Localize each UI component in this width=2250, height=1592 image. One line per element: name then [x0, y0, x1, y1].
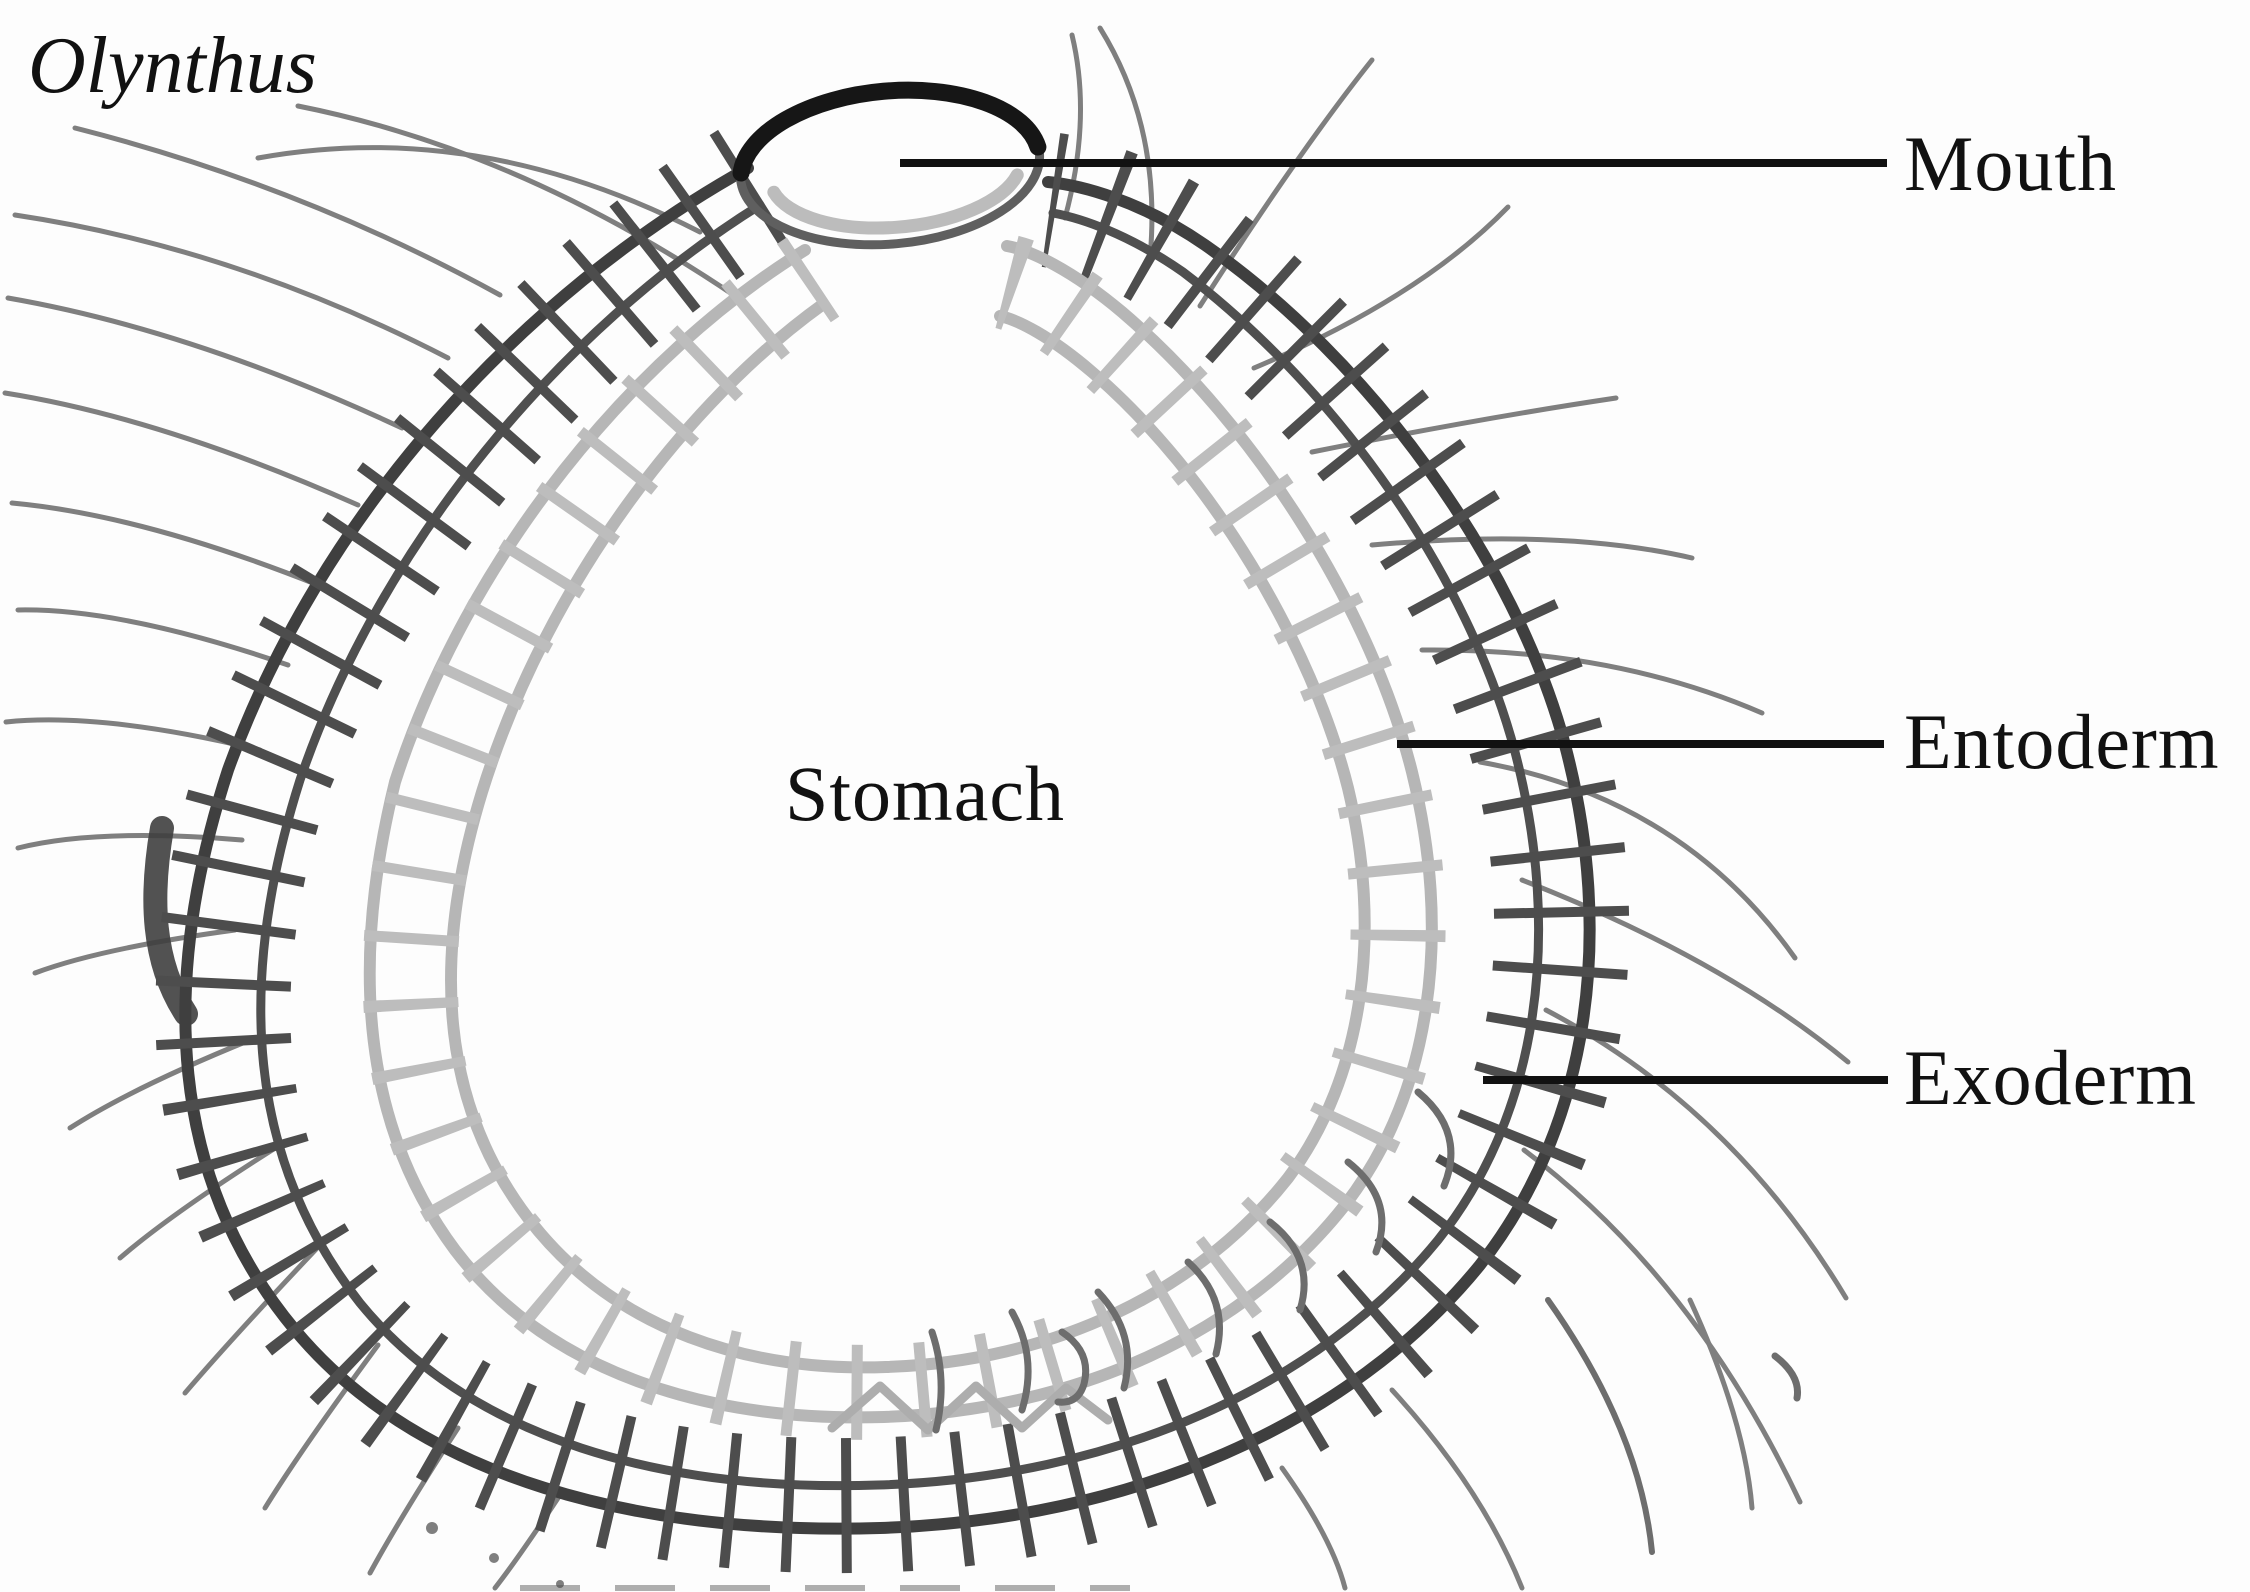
- pore-hook: [1344, 1158, 1386, 1256]
- spicule-hair: [1279, 1465, 1348, 1591]
- spicule-hair: [1062, 32, 1084, 221]
- pore-hook: [928, 1328, 945, 1434]
- pore-hook: [1771, 1352, 1802, 1402]
- mouth-inner-rim: [767, 168, 1024, 235]
- ink-dot: [556, 1580, 564, 1588]
- spicule-hair: [182, 1242, 323, 1396]
- pore-hook: [1094, 1288, 1132, 1392]
- stomach-label: Stomach: [785, 750, 1065, 837]
- spicule-hair: [15, 607, 291, 668]
- spicule-hair: [1389, 1387, 1525, 1591]
- pore-hook: [1414, 1088, 1455, 1190]
- spicule-hair: [1097, 25, 1155, 261]
- entoderm-label: Entoderm: [1904, 698, 2220, 785]
- mouth-label: Mouth: [1904, 120, 2117, 207]
- spicule-hair: [262, 1342, 381, 1511]
- spicule-hair: [1419, 647, 1765, 716]
- spicule-hair: [2, 390, 361, 508]
- spicule-hair: [67, 1037, 253, 1131]
- ink-dots: [426, 1522, 564, 1588]
- spicule-hair: [32, 927, 238, 976]
- spicule-hair: [255, 145, 703, 235]
- spicule-hair: [1519, 877, 1851, 1065]
- mouth-top-rim: [732, 81, 1047, 182]
- spicule-hair: [1477, 759, 1798, 961]
- pore-hook: [1266, 1218, 1308, 1314]
- mouth-opening: [732, 81, 1047, 250]
- spicule-hair: [1545, 1297, 1655, 1555]
- spicule-hair: [12, 212, 451, 361]
- spicule-hair: [9, 500, 321, 588]
- pore-hooks: [928, 1088, 1802, 1434]
- ink-dot: [426, 1522, 438, 1534]
- ink-pool-left-wall: [143, 816, 198, 1026]
- spicule-hair: [1543, 1007, 1849, 1301]
- ink-dot: [489, 1553, 499, 1563]
- figure-title: Olynthus: [28, 22, 317, 110]
- spicule-hair: [1687, 1297, 1755, 1511]
- exoderm-label: Exoderm: [1904, 1034, 2197, 1121]
- exoderm-inner-line: [256, 200, 1544, 1491]
- pore-hook: [1184, 1258, 1223, 1358]
- pore-hook: [1054, 1328, 1090, 1406]
- spicule-hair: [117, 1142, 283, 1261]
- entoderm-zigzag: [827, 1381, 1113, 1435]
- spicule-hair: [72, 125, 503, 298]
- pore-hook: [1008, 1308, 1032, 1414]
- spicule-hair: [1521, 1147, 1803, 1505]
- spicule-hair: [5, 295, 405, 431]
